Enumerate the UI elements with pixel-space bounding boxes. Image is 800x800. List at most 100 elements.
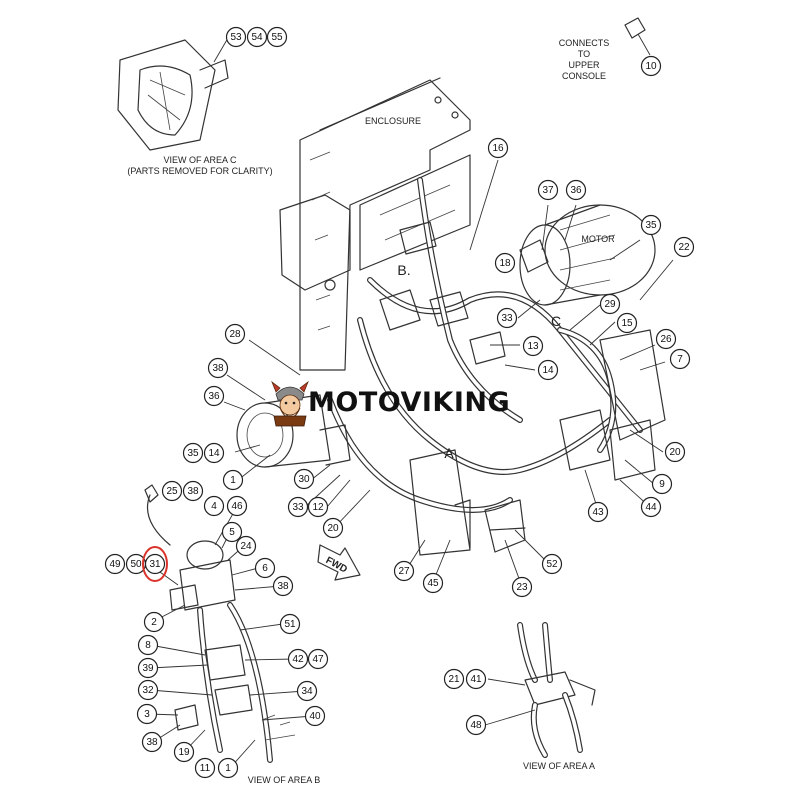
view-b-label: VIEW OF AREA B	[248, 775, 321, 785]
callout-circle	[287, 496, 309, 518]
callout-number: 9	[659, 479, 665, 490]
callout-number: 36	[570, 185, 582, 196]
callout-number: 26	[660, 334, 672, 345]
callout-3: 3	[136, 703, 158, 725]
callout-number: 18	[499, 258, 511, 269]
callout-29: 29	[599, 293, 621, 315]
leader-lines	[147, 159, 674, 769]
callout-21: 21	[443, 668, 465, 690]
callout-circle	[494, 252, 516, 274]
callout-22: 22	[673, 236, 695, 258]
area-c-label: C	[551, 313, 561, 329]
callout-1: 1	[217, 757, 239, 779]
callout-circle	[673, 236, 695, 258]
callout-number: 36	[208, 391, 220, 402]
callout-number: 45	[427, 578, 439, 589]
callout-11: 11	[194, 757, 216, 779]
callout-19: 19	[173, 741, 195, 763]
callout-circle	[322, 517, 344, 539]
callout-35: 35	[182, 442, 204, 464]
connects-label-line-2: TO	[578, 49, 590, 59]
callout-number: 34	[301, 686, 313, 697]
callout-circle	[587, 501, 609, 523]
callout-number: 6	[262, 563, 268, 574]
callout-number: 47	[312, 654, 324, 665]
callout-45: 45	[422, 572, 444, 594]
callout-27: 27	[393, 560, 415, 582]
callout-circle	[226, 495, 248, 517]
callout-50: 50	[125, 553, 147, 575]
callout-circle	[246, 26, 268, 48]
callout-number: 3	[144, 709, 150, 720]
callout-circle	[224, 323, 246, 345]
callout-38: 38	[141, 731, 163, 753]
callout-circle	[640, 214, 662, 236]
callout-number: 23	[516, 582, 528, 593]
callout-circle	[511, 576, 533, 598]
callout-number: 20	[669, 447, 681, 458]
callout-circle	[217, 757, 239, 779]
callout-9: 9	[651, 473, 673, 495]
callout-number: 24	[240, 541, 252, 552]
callout-circle	[203, 495, 225, 517]
enclosure-panel	[279, 77, 471, 371]
callout-number: 5	[229, 527, 235, 538]
connects-label-line-3: UPPER	[568, 60, 600, 70]
callout-circle	[304, 705, 326, 727]
callout-circle	[537, 179, 559, 201]
callout-48: 48	[465, 714, 487, 736]
callout-number: 25	[166, 486, 178, 497]
callout-number: 28	[229, 329, 241, 340]
callout-circle	[137, 634, 159, 656]
highlight-ring	[142, 546, 168, 582]
callout-circle	[143, 611, 165, 633]
callout-circle	[137, 679, 159, 701]
callout-circle	[173, 741, 195, 763]
callout-7: 7	[669, 348, 691, 370]
callout-number: 40	[309, 711, 321, 722]
callout-33: 33	[287, 496, 309, 518]
callout-number: 1	[225, 763, 231, 774]
callout-14: 14	[203, 442, 225, 464]
callout-26: 26	[655, 328, 677, 350]
callout-circle	[203, 385, 225, 407]
callout-number: 2	[151, 617, 157, 628]
callout-38: 38	[182, 480, 204, 502]
callout-number: 11	[200, 763, 211, 774]
callout-40: 40	[304, 705, 326, 727]
callout-number: 48	[470, 720, 482, 731]
callout-23: 23	[511, 576, 533, 598]
callout-circle	[655, 328, 677, 350]
callout-number: 46	[231, 501, 243, 512]
callout-number: 33	[501, 313, 513, 324]
callout-circle	[522, 335, 544, 357]
callout-number: 50	[130, 559, 142, 570]
callout-37: 37	[537, 179, 559, 201]
callout-49: 49	[104, 553, 126, 575]
callout-number: 42	[292, 654, 304, 665]
callout-number: 54	[251, 32, 263, 43]
callout-number: 8	[145, 640, 151, 651]
callout-number: 15	[621, 318, 633, 329]
callout-circle	[537, 359, 559, 381]
callout-33: 33	[496, 307, 518, 329]
callout-circle	[393, 560, 415, 582]
callout-number: 38	[277, 581, 289, 592]
callout-number: 49	[109, 559, 121, 570]
callout-20: 20	[322, 517, 344, 539]
callout-12: 12	[307, 496, 329, 518]
callout-6: 6	[254, 557, 276, 579]
callout-circle	[307, 496, 329, 518]
callout-circle	[141, 731, 163, 753]
enclosure-label: ENCLOSURE	[365, 116, 421, 126]
callout-circle	[144, 553, 166, 575]
callout-circle	[222, 469, 244, 491]
area-a-label: A	[444, 445, 454, 461]
callout-number: 20	[327, 523, 339, 534]
callout-number: 52	[546, 559, 558, 570]
line-art	[117, 17, 674, 769]
callout-number: 53	[230, 32, 242, 43]
callout-52: 52	[541, 553, 563, 575]
callout-number: 1	[230, 475, 236, 486]
main-harness	[327, 177, 643, 513]
